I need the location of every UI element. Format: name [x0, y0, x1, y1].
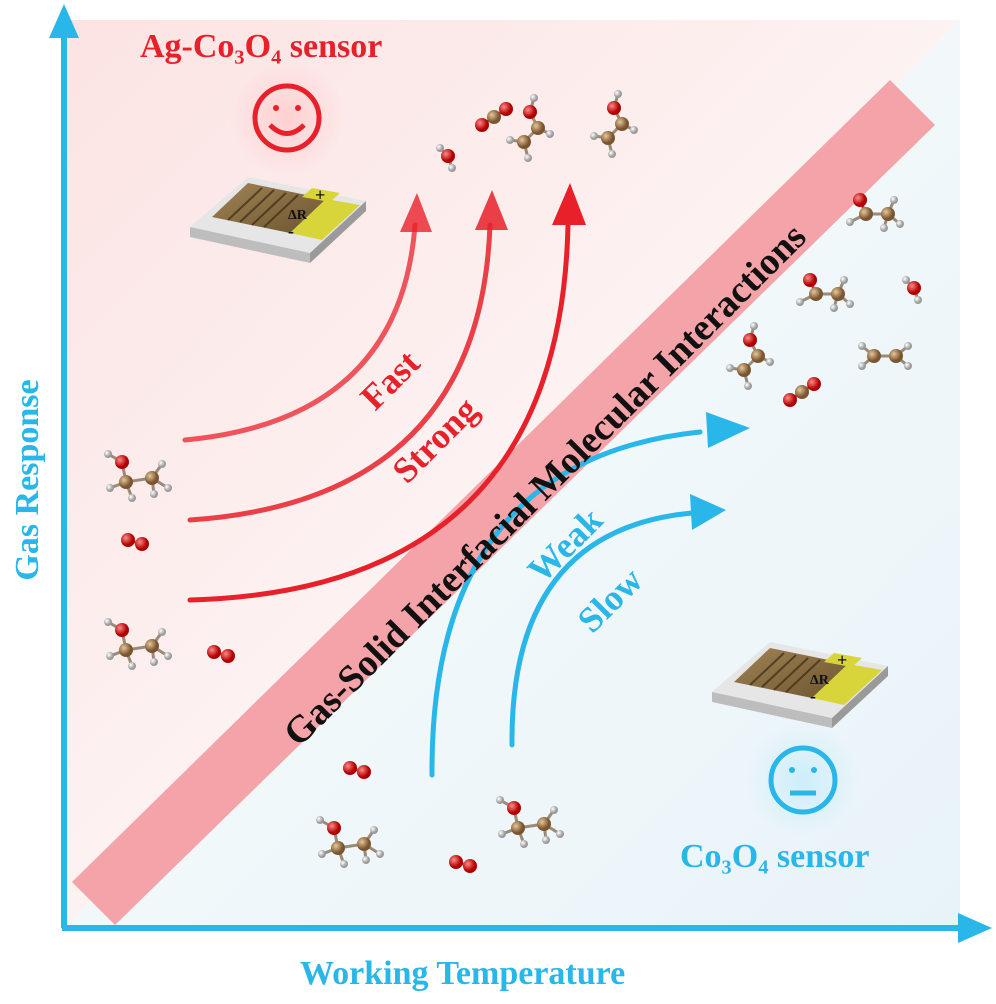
water-molecule-1 — [436, 144, 456, 172]
acetaldehyde-molecule-1 — [846, 193, 904, 232]
co-chip-minus: - — [810, 686, 816, 706]
red-arrow-1-head — [400, 193, 432, 232]
ethanol-molecule-4 — [496, 796, 564, 848]
neutral-glow — [745, 722, 861, 838]
ag-chip-minus: - — [288, 221, 294, 241]
smile-glow — [229, 60, 345, 176]
molecules — [104, 90, 922, 873]
co2-molecule-1 — [475, 102, 513, 132]
blue-arrow-2 — [509, 510, 695, 748]
acetone-molecule-1 — [796, 273, 854, 312]
ag-chip-label: ΔR — [288, 208, 308, 223]
enol-molecule-3 — [726, 322, 774, 390]
water-molecule-2 — [902, 276, 922, 304]
enol-molecule-1 — [506, 94, 554, 162]
blue-arrow-1 — [429, 429, 703, 778]
co-chip-label: ΔR — [810, 673, 830, 688]
co-sensor-title: Co₃O₄ sensor — [680, 838, 870, 875]
y-axis-title: Gas Response — [9, 379, 46, 581]
diagonal-banner — [72, 80, 935, 925]
red-arrow-2 — [187, 222, 493, 523]
y-axis — [49, 4, 79, 928]
ethanol-molecule-2 — [104, 618, 172, 670]
blue-arrows — [429, 412, 750, 778]
ag-sensor-chip: ΔR + - — [190, 177, 366, 263]
x-axis-title: Working Temperature — [300, 955, 626, 992]
co-chip-plus: + — [837, 650, 847, 670]
ethanol-molecule-3 — [316, 816, 384, 868]
red-arrows — [182, 183, 586, 603]
ag-chip-plus: + — [315, 185, 325, 205]
red-arrow-3-head — [552, 183, 586, 225]
ethylene-molecule-1 — [858, 342, 912, 370]
ag-sensor-title: Ag-Co₃O₄ sensor — [140, 28, 383, 65]
neutral-face-icon — [768, 745, 838, 815]
smiling-face-icon — [252, 83, 322, 153]
red-arrow-1 — [182, 222, 418, 443]
blue-arrow-2-head — [690, 494, 726, 530]
oxygen-molecule-1 — [121, 533, 149, 551]
oxygen-molecule-2 — [207, 645, 235, 663]
enol-molecule-2 — [590, 90, 638, 158]
oxygen-molecule-4 — [449, 855, 477, 873]
oxygen-molecule-3 — [343, 761, 371, 779]
blue-arrow-1-head — [706, 412, 750, 448]
red-arrow-2-head — [475, 190, 508, 230]
co-sensor-chip: ΔR + - — [712, 642, 888, 728]
x-axis — [62, 913, 992, 943]
ethanol-molecule-1 — [104, 450, 172, 502]
red-arrow-3 — [187, 222, 571, 603]
co2-molecule-2 — [783, 377, 821, 407]
